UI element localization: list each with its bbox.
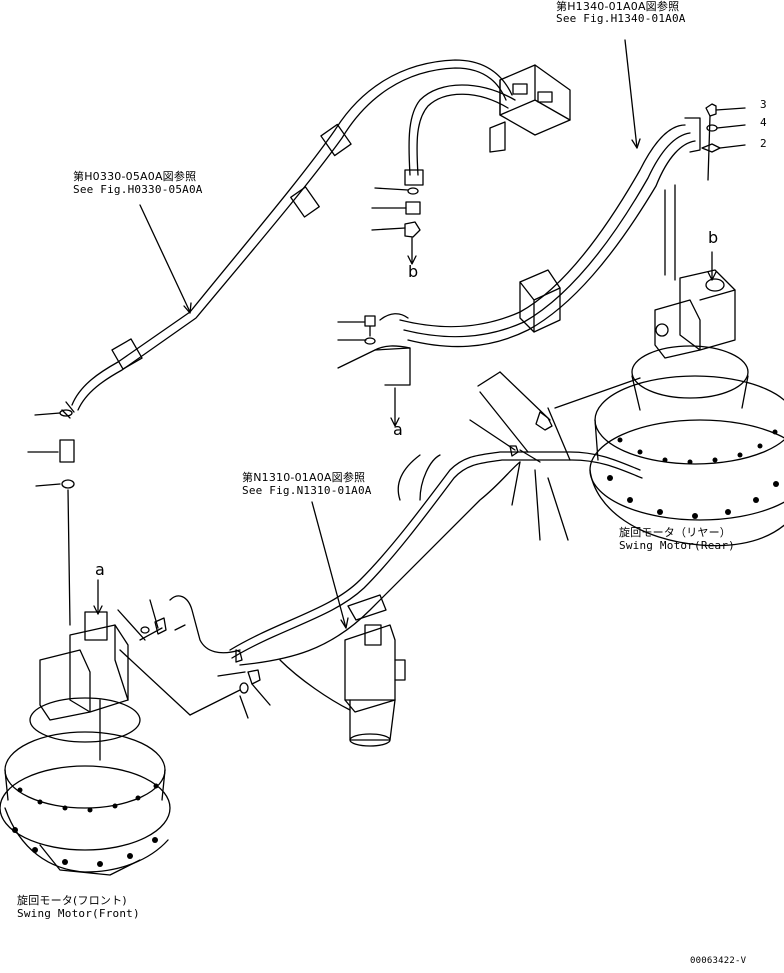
middle-fittings xyxy=(469,371,641,463)
leader-h1340 xyxy=(624,39,638,149)
marker-a-left: a xyxy=(95,560,106,579)
rear-motor-en: Swing Motor(Rear) xyxy=(619,539,735,552)
rear-motor-jp: 旋回モータ（リヤー） xyxy=(619,526,731,539)
front-motor-jp: 旋回モータ(フロント) xyxy=(17,894,127,907)
callout-2: 2 xyxy=(760,137,767,150)
center-valve xyxy=(344,624,406,747)
bolt-stack-a xyxy=(337,315,411,427)
stub-4 xyxy=(547,477,569,541)
swing-motor-front xyxy=(0,611,171,876)
front-small-fittings xyxy=(117,595,271,719)
hose-long-left xyxy=(61,59,513,419)
front-motor-en: Swing Motor(Front) xyxy=(17,907,140,920)
callout-leaders-right xyxy=(701,103,746,181)
marker-b-right: b xyxy=(708,228,719,247)
hose-h1340 xyxy=(379,117,701,348)
stub-1 xyxy=(477,371,501,387)
marker-a-center: a xyxy=(393,420,404,439)
top-valve-block xyxy=(489,64,571,153)
marker-b-center: b xyxy=(408,262,419,281)
callout-4: 4 xyxy=(760,116,767,129)
callout-3: 3 xyxy=(760,98,767,111)
ref-h1340-jp: 第H1340-01A0A図参照 xyxy=(556,0,680,13)
ref-h0330-en: See Fig.H0330-05A0A xyxy=(73,183,203,196)
left-fittings xyxy=(27,409,103,626)
ref-n1310-en: See Fig.N1310-01A0A xyxy=(242,484,372,497)
leader-n1310-arrow xyxy=(340,617,349,629)
leader-n1310 xyxy=(311,501,347,629)
ref-h0330-jp: 第H0330-05A0A図参照 xyxy=(73,170,197,183)
flange-bolts xyxy=(12,429,779,867)
leader-h0330-arrow xyxy=(183,302,192,314)
leader-b-right-arrow xyxy=(707,271,717,281)
pilot-hoses xyxy=(229,451,643,711)
ref-h1340-en: See Fig.H1340-01A0A xyxy=(556,12,686,25)
stub-2 xyxy=(511,461,521,506)
leader-h0330 xyxy=(139,204,191,313)
drawing-number: 00063422-V xyxy=(690,956,747,966)
ref-n1310-jp: 第N1310-01A0A図参照 xyxy=(242,471,366,484)
hose-to-b xyxy=(371,84,516,265)
stub-3 xyxy=(534,469,541,541)
leader-h1340-arrow xyxy=(631,138,641,149)
swing-motor-rear xyxy=(589,269,784,547)
